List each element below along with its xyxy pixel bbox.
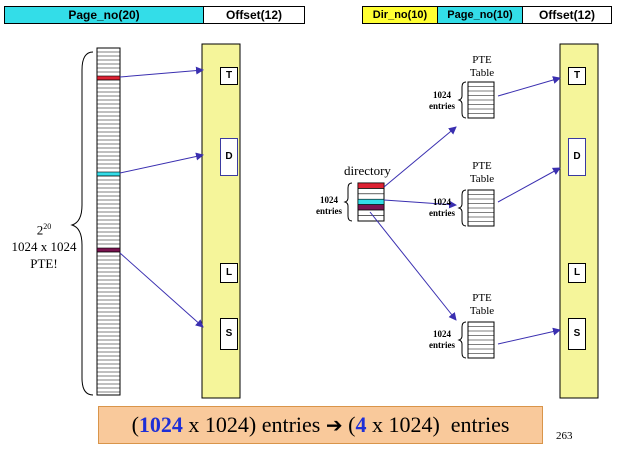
pte-table-3 bbox=[467, 321, 495, 359]
summary-mid2: x 1024) entries bbox=[366, 412, 510, 437]
dir-no-field: Dir_no(10) bbox=[362, 6, 438, 24]
directory-table bbox=[357, 182, 385, 222]
single-level-page-table bbox=[96, 47, 121, 396]
offset-field-right: Offset(12) bbox=[522, 6, 612, 24]
page-number: 263 bbox=[556, 430, 573, 442]
summary-arrow-icon: ➔ bbox=[325, 413, 343, 437]
pte2-brace bbox=[457, 189, 467, 227]
left-brace bbox=[70, 51, 94, 396]
left-note-line3: PTE! bbox=[30, 256, 58, 272]
summary-box: (1024 x 1024) entries ➔ (4 x 1024) entri… bbox=[98, 406, 543, 444]
arrow-cyan-to-d bbox=[119, 152, 204, 174]
arrow-pte3-to-s bbox=[497, 327, 561, 345]
frame-t-right: T bbox=[568, 67, 586, 85]
pte3-brace bbox=[457, 321, 467, 359]
directory-brace bbox=[343, 182, 353, 222]
left-note-exp: 20 bbox=[43, 222, 52, 231]
offset-field: Offset(12) bbox=[203, 6, 305, 24]
page-table-entry-highlight bbox=[96, 247, 121, 253]
left-note: 220 1024 x 1024 PTE! bbox=[2, 218, 86, 272]
frame-d-left: D bbox=[220, 138, 238, 176]
directory-entry-highlight bbox=[357, 204, 385, 211]
frame-l-right: L bbox=[568, 263, 586, 283]
left-note-base: 2 bbox=[36, 222, 44, 238]
directory-entry-highlight bbox=[357, 182, 385, 189]
arrow-dir-to-pte2 bbox=[383, 199, 457, 209]
frame-s-left: S bbox=[220, 318, 238, 350]
directory-label: directory bbox=[344, 163, 391, 178]
page-no-field: Page_no(20) bbox=[4, 6, 204, 24]
page-table-entry-highlight bbox=[96, 171, 121, 177]
left-note-line2: 1024 x 1024 bbox=[11, 239, 77, 255]
pte-table-2 bbox=[467, 189, 495, 227]
arrow-purple-to-s bbox=[119, 252, 204, 328]
summary-open2: ( bbox=[342, 412, 356, 437]
summary-open: ( bbox=[131, 412, 139, 437]
page-no-10-field: Page_no(10) bbox=[437, 6, 523, 24]
frame-s-right: S bbox=[568, 318, 586, 350]
summary-mid1: x 1024) entries bbox=[182, 412, 326, 437]
frame-d-right: D bbox=[568, 138, 586, 176]
page-table-entry-highlight bbox=[96, 75, 121, 81]
arrow-pte1-to-t bbox=[497, 76, 561, 97]
directory-entry-highlight bbox=[357, 198, 385, 205]
arrow-dir-to-pte1 bbox=[383, 126, 457, 188]
pte-table-1 bbox=[467, 81, 495, 119]
arrow-pte2-to-d bbox=[497, 167, 561, 203]
summary-n1: 1024 bbox=[138, 412, 183, 437]
frame-l-left: L bbox=[220, 263, 238, 283]
summary-n2: 4 bbox=[355, 412, 367, 437]
arrow-red-to-t bbox=[119, 66, 204, 78]
frame-t-left: T bbox=[220, 67, 238, 85]
pte1-brace bbox=[457, 81, 467, 119]
arrow-dir-to-pte3 bbox=[369, 211, 457, 321]
